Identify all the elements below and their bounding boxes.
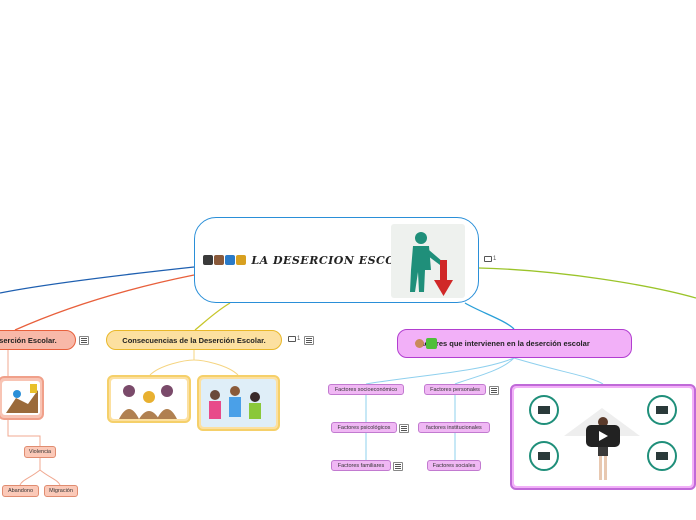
notes-icon[interactable] <box>399 424 409 433</box>
subtopic-institucionales[interactable]: factores institucionales <box>418 422 490 433</box>
emoji-icon <box>203 255 213 265</box>
subtopic-migracion[interactable]: Migración <box>44 485 78 497</box>
subtopic-familiares[interactable]: Factores familiares <box>331 460 391 471</box>
emoji-icon <box>225 255 235 265</box>
check-emoji-icon <box>426 338 437 349</box>
person-arrow-illustration <box>410 232 453 296</box>
notes-icon[interactable] <box>393 462 403 471</box>
notes-icon[interactable] <box>79 336 89 345</box>
play-icon <box>599 431 608 441</box>
comment-indicator[interactable]: 1 <box>288 336 300 342</box>
subtopic-violencia[interactable]: Violencia <box>24 446 56 458</box>
topic-image-escape <box>0 376 44 420</box>
emoji-icon <box>236 255 246 265</box>
central-title-text: LA DESERCION ESCOLAR <box>251 254 423 267</box>
subtopic-socioeconomico[interactable]: Factores socioeconómico <box>328 384 404 395</box>
notes-icon[interactable] <box>304 336 314 345</box>
silhouettes-illustration <box>111 379 187 419</box>
comment-icon <box>288 336 296 342</box>
subtopic-sociales[interactable]: Factores sociales <box>427 460 481 471</box>
comment-icon <box>484 256 492 262</box>
image-students-silhouettes <box>107 375 191 423</box>
topic-desercion-escolar[interactable]: eserción Escolar. <box>0 330 76 350</box>
central-image <box>391 224 465 298</box>
students-photo-illustration <box>201 379 276 427</box>
subtopic-personales[interactable]: Factores personales <box>424 384 486 395</box>
subtopic-abandono[interactable]: Abandono <box>2 485 39 497</box>
emoji-icon <box>214 255 224 265</box>
comment-indicator[interactable]: 1 <box>484 256 496 262</box>
central-title: LA DESERCION ESCOLAR <box>203 254 422 267</box>
person-emoji-icon <box>415 339 424 348</box>
topic-consecuencias[interactable]: Consecuencias de la Deserción Escolar. <box>106 330 282 350</box>
central-topic[interactable]: LA DESERCION ESCOLAR <box>194 217 479 303</box>
notes-icon[interactable] <box>489 386 499 395</box>
image-students-photo <box>197 375 280 431</box>
subtopic-psicologicos[interactable]: Factores psicológicos <box>331 422 397 433</box>
escape-illustration <box>2 381 40 415</box>
play-button[interactable] <box>586 425 620 447</box>
